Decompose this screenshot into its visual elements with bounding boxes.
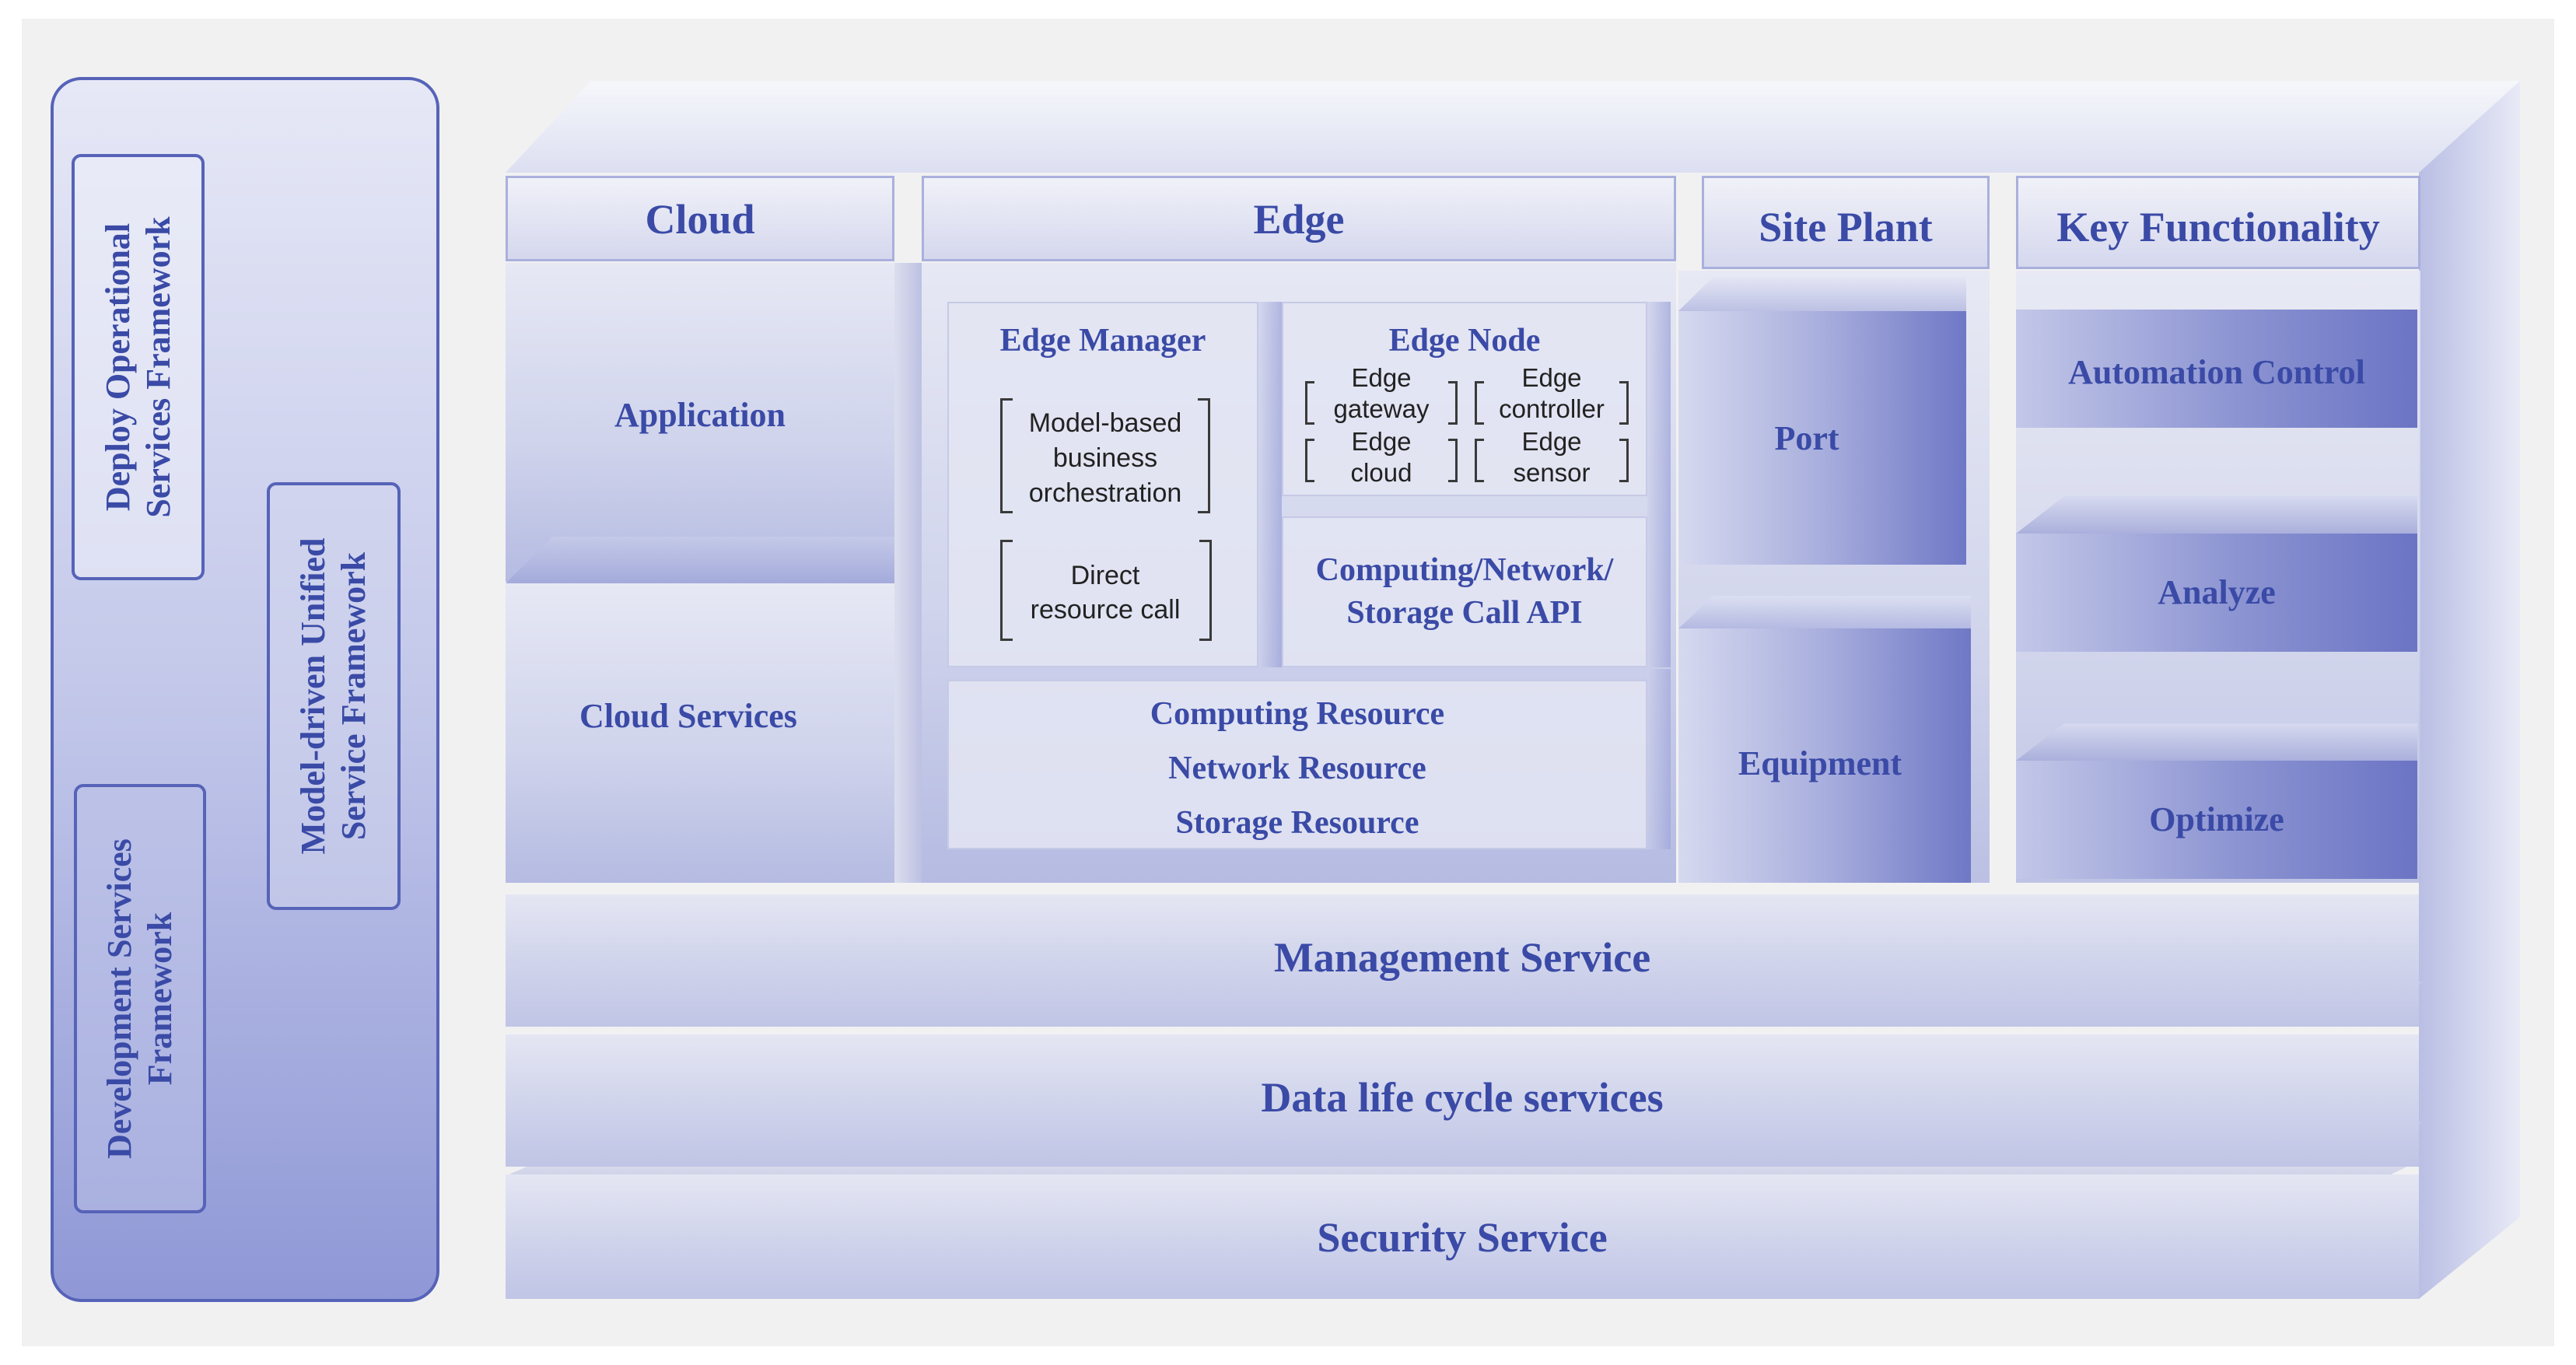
orchestration-bracket-right xyxy=(1198,398,1210,513)
node-cloud-bracket-l xyxy=(1305,439,1314,482)
analyze-block: Analyze xyxy=(2016,534,2417,652)
cloud-column-edge xyxy=(894,263,922,883)
equipment-label: Equipment xyxy=(1738,744,1902,782)
storage-resource-label: Storage Resource xyxy=(1175,805,1419,841)
node-controller-bracket-r xyxy=(1619,381,1629,425)
cloud-header-label: Cloud xyxy=(645,196,755,243)
resources-side xyxy=(1647,669,1671,849)
key-functionality-header-label: Key Functionality xyxy=(2056,204,2380,250)
data-lifecycle-label: Data life cycle services xyxy=(1261,1074,1664,1121)
node-sensor-bracket-l xyxy=(1475,439,1484,482)
security-service-layer: Security Service xyxy=(506,1174,2419,1299)
network-resource-label: Network Resource xyxy=(1168,751,1426,786)
edge-node-title: Edge Node xyxy=(1388,323,1541,359)
cloud-services-block: Cloud Services xyxy=(506,583,894,883)
cloud-application-block: Application xyxy=(506,263,894,582)
node-gateway-bracket-r xyxy=(1448,381,1458,425)
model-driven-framework-box: Model-driven Unified Service Framework xyxy=(267,482,401,910)
key-functionality-header: Key Functionality xyxy=(2016,176,2420,269)
right-depth-face xyxy=(2419,81,2520,1299)
data-lifecycle-layer: Data life cycle services xyxy=(506,1034,2419,1167)
analyze-top-slope xyxy=(2016,496,2417,534)
automation-control-block: Automation Control xyxy=(2016,310,2417,428)
deploy-framework-box: Deploy Operational Services Framework xyxy=(72,154,205,580)
direct-call-bracket-left xyxy=(1000,540,1013,641)
optimize-label: Optimize xyxy=(2149,800,2284,838)
site-plant-header: Site Plant xyxy=(1702,176,1990,269)
equipment-block: Equipment xyxy=(1678,627,1971,883)
port-block: Port xyxy=(1678,310,1966,565)
edge-node-box: Edge Node xyxy=(1282,302,1647,496)
direct-call-bracket-right xyxy=(1199,540,1212,641)
edge-manager-box: Edge Manager xyxy=(947,302,1258,667)
development-framework-box: Development Services Framework xyxy=(74,784,206,1213)
equipment-top-slope xyxy=(1678,596,1971,628)
cloud-services-label: Cloud Services xyxy=(579,697,797,735)
resources-box: Computing Resource Network Resource Stor… xyxy=(947,680,1647,849)
optimize-block: Optimize xyxy=(2016,761,2417,879)
port-label: Port xyxy=(1774,419,1839,457)
node-sensor-bracket-r xyxy=(1619,439,1629,482)
call-api-label: Computing/Network/ Storage Call API xyxy=(1315,552,1614,631)
edge-header: Edge xyxy=(922,176,1676,261)
management-service-label: Management Service xyxy=(1273,934,1651,981)
analyze-label: Analyze xyxy=(2158,573,2276,611)
optimize-top-slope xyxy=(2016,723,2417,761)
edge-manager-side xyxy=(1258,302,1282,667)
node-controller-bracket-l xyxy=(1475,381,1484,425)
orchestration-bracket-left xyxy=(1000,398,1013,513)
top-depth-face xyxy=(506,81,2520,173)
port-top-slope xyxy=(1678,277,1966,311)
computing-resource-label: Computing Resource xyxy=(1150,696,1445,732)
node-cloud-bracket-r xyxy=(1448,439,1458,482)
cloud-header: Cloud xyxy=(506,176,894,261)
cloud-application-label: Application xyxy=(614,396,786,434)
cloud-divider-slope xyxy=(506,537,894,583)
automation-control-label: Automation Control xyxy=(2068,353,2365,391)
direct-call-text: Direct resource call xyxy=(1030,561,1181,625)
node-gateway-bracket-l xyxy=(1305,381,1314,425)
call-api-box: Computing/Network/ Storage Call API xyxy=(1282,516,1647,667)
management-service-layer: Management Service xyxy=(506,894,2419,1027)
edge-header-label: Edge xyxy=(1253,196,1345,243)
site-plant-header-label: Site Plant xyxy=(1759,204,1933,250)
edge-manager-title: Edge Manager xyxy=(999,323,1206,359)
orchestration-text: Model-based business orchestration xyxy=(1028,408,1182,508)
security-service-label: Security Service xyxy=(1317,1214,1608,1261)
edge-node-side xyxy=(1647,302,1671,667)
